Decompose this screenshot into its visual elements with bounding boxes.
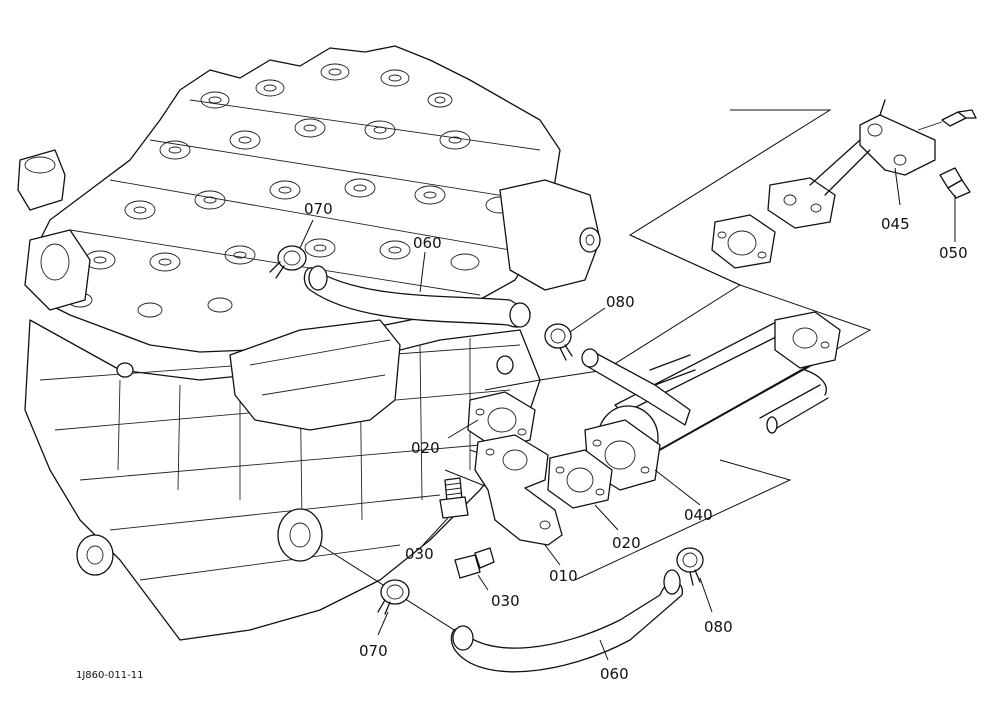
gasket-upper xyxy=(711,177,836,269)
bolt-050 xyxy=(917,109,977,199)
hose-060-lower xyxy=(450,569,683,673)
cooler-040 xyxy=(581,311,841,491)
clamp-070-lower xyxy=(377,579,410,615)
callout-070-top: 070 xyxy=(304,200,333,218)
callout-060-top: 060 xyxy=(413,234,442,252)
callout-080-top: 080 xyxy=(606,293,635,311)
clamp-080-lower xyxy=(676,547,704,586)
callout-080-bottom: 080 xyxy=(704,618,733,636)
bolt-030-upper xyxy=(439,477,469,519)
hose-060-upper xyxy=(303,265,531,328)
callout-030-top: 030 xyxy=(405,545,434,563)
callout-010: 010 xyxy=(549,567,578,585)
gasket-020-right xyxy=(547,449,613,509)
callout-020-right: 020 xyxy=(612,534,641,552)
callout-labels: 070 060 080 045 050 020 040 020 030 010 … xyxy=(304,200,968,683)
callout-045: 045 xyxy=(881,215,910,233)
bolt-030-lower xyxy=(454,547,495,579)
drawing-code: 1J860-011-11 xyxy=(76,670,143,681)
callout-020-left: 020 xyxy=(411,439,440,457)
callout-050: 050 xyxy=(939,244,968,262)
callout-040: 040 xyxy=(684,506,713,524)
pipe-010 xyxy=(474,434,563,546)
clamp-070-upper xyxy=(269,245,307,279)
callout-leaders xyxy=(299,167,956,661)
engine-block xyxy=(17,45,601,641)
clamp-080-upper xyxy=(544,323,573,361)
gasket-020-left xyxy=(467,391,536,449)
callout-070-bottom: 070 xyxy=(359,642,388,660)
bracket-045 xyxy=(859,99,936,176)
callout-060-bottom: 060 xyxy=(600,665,629,683)
callout-030-bottom: 030 xyxy=(491,592,520,610)
